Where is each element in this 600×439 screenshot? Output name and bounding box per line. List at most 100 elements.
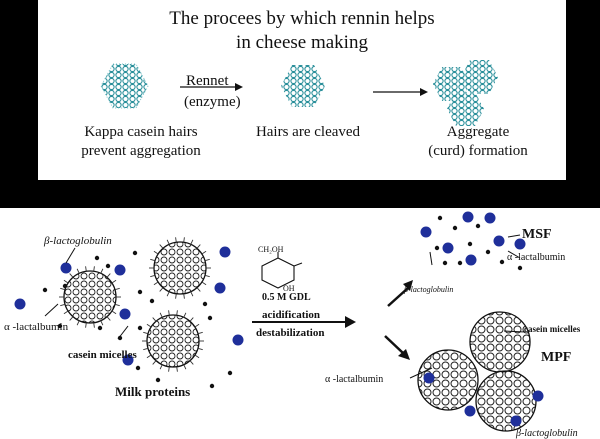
casein-cluster-cleaved [281, 65, 325, 107]
casein-micelles-label: casein micelles [68, 349, 137, 361]
beta-lactoglobulin-dot [464, 405, 476, 417]
casein-hair [150, 274, 156, 278]
acidification-label: acidification [262, 309, 321, 321]
casein-hair [150, 258, 156, 262]
mpf-micelle [475, 370, 537, 432]
mpf-arrow [384, 335, 404, 354]
alpha-lactalbumin-dot [202, 301, 208, 307]
beta-lactoglobulin-dot [122, 354, 134, 366]
casein-hair [189, 317, 194, 322]
casein-hair [166, 291, 170, 297]
casein-hair [63, 310, 69, 315]
alpha-lactalbumin-dot [137, 289, 143, 295]
casein-hair [60, 287, 66, 291]
rennet-label: Rennet [186, 73, 229, 89]
casein-hair [190, 239, 194, 245]
casein-hair [152, 360, 157, 365]
ch2oh-label: CH₂OH [258, 245, 284, 254]
panel-title-line1: The procees by which rennin helps [169, 8, 435, 29]
casein-hair [153, 250, 159, 255]
mpf-micelle [417, 349, 479, 411]
casein-hair [63, 279, 69, 284]
casein-micelle [153, 241, 207, 295]
alpha-lactalbumin-dot [97, 325, 103, 331]
casein-hair [176, 310, 178, 316]
alpha-lactalbumin-dot [467, 241, 473, 247]
oh-label: OH [283, 284, 295, 293]
casein-hair [111, 279, 117, 284]
alpha-lactalbumin-dot [452, 225, 458, 231]
casein-hair [106, 273, 111, 278]
beta-lactoglobulin-dot [514, 238, 526, 250]
gdl-label: 0.5 M GDL [262, 292, 311, 303]
alpha-lactalbumin-dot [437, 215, 443, 221]
beta-lactoglobulin-dot [420, 226, 432, 238]
beta-lactoglobulin-dot [493, 235, 505, 247]
alpha-lactalbumin-dot [132, 250, 138, 256]
casein-hair [114, 303, 120, 307]
casein-hair [85, 322, 87, 328]
alpha-lactalbumin-dot [149, 298, 155, 304]
alpha-lactalbumin-dot [209, 383, 215, 389]
beta-lactoglobulin-dot [14, 298, 26, 310]
milk-protein-graphics [14, 211, 544, 432]
alpha-lactalbumin-dot [457, 260, 463, 266]
casein-hair [93, 322, 95, 328]
beta-lactoglobulin-dot [462, 211, 474, 223]
mpf-arrow-head [398, 349, 410, 360]
casein-hair [153, 281, 159, 286]
alpha-lactalbumin-dot [517, 265, 523, 271]
alpha-lactalbumin-dot [62, 283, 68, 289]
alpha-lactalbumin-dot [442, 260, 448, 266]
casein-hair [152, 317, 157, 322]
casein-hair [175, 237, 177, 243]
beta-lactoglobulin-dot [214, 282, 226, 294]
mpf-label: MPF [541, 350, 572, 365]
beta-lactoglobulin-dot [442, 242, 454, 254]
casein-hair [197, 347, 203, 351]
aggregate-label-line2: (curd) formation [428, 143, 528, 159]
casein-hair [106, 316, 111, 321]
casein-hair [159, 312, 163, 318]
casein-hair [166, 239, 170, 245]
rennin-graphics [100, 60, 498, 126]
casein-hair [168, 310, 170, 316]
casein-hair [60, 303, 66, 307]
alpha-lactalbumin-dot [42, 287, 48, 293]
beta-lactoglobulin-dot [510, 415, 522, 427]
casein-hair [189, 360, 194, 365]
alpha-lactalbumin-dot [499, 259, 505, 265]
mpf-alpha-lactalbumin-label: α -lactalbumin [325, 374, 384, 385]
casein-hair [159, 287, 164, 292]
panel-title-line2: in cheese making [236, 32, 368, 53]
casein-hair [143, 331, 149, 335]
casein-hair [183, 312, 187, 318]
acidification-arrow-head [345, 316, 356, 328]
casein-hair [76, 268, 80, 274]
casein-hair [146, 354, 152, 359]
casein-hair [196, 287, 201, 292]
casein-hair [194, 323, 200, 328]
kappa-casein-label-line2: prevent aggregation [81, 143, 201, 159]
msf-beta-lactoglobulin-label: β-lactoglobulin [404, 285, 454, 294]
casein-hair [204, 274, 210, 278]
casein-hair [159, 364, 163, 370]
casein-hair [190, 291, 194, 297]
casein-hair [100, 268, 104, 274]
casein-micelle [63, 270, 117, 324]
casein-hair [201, 250, 207, 255]
casein-hair [168, 366, 170, 372]
casein-hair [204, 258, 210, 262]
alpha-lactalbumin-dot [485, 249, 491, 255]
casein-hair [201, 281, 207, 286]
alpha-lactalbumin-dot [155, 377, 161, 383]
milk-protein-panel: β-lactoglobulin α -lactalbumin casein mi… [0, 208, 600, 439]
alpha-lactalbumin-dot [227, 370, 233, 376]
casein-hair [143, 347, 149, 351]
casein-hair [175, 293, 177, 299]
casein-hair [196, 244, 201, 249]
alpha-lactalbumin-dot [475, 223, 481, 229]
casein-hair [76, 320, 80, 326]
casein-hair [111, 310, 117, 315]
msf-label: MSF [522, 227, 552, 242]
